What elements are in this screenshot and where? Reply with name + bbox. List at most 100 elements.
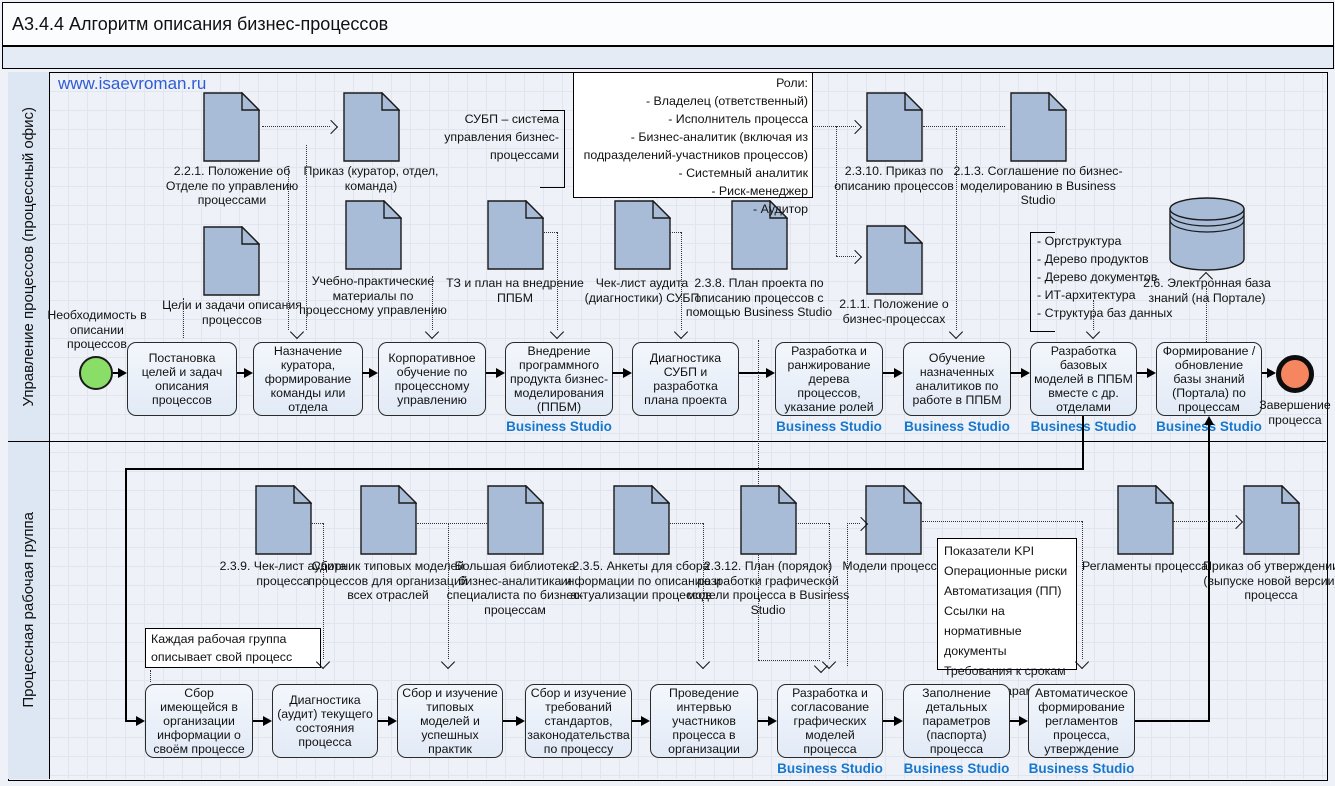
process-box: Проведение интервью участников процесса … — [650, 684, 758, 758]
dotted-connector — [847, 523, 860, 524]
dotted-connector — [544, 232, 557, 233]
arrowhead — [1019, 716, 1028, 726]
connector-line — [125, 468, 1084, 470]
document-shape — [343, 92, 400, 162]
process-box: Постановка целей и задач описания процес… — [127, 342, 237, 416]
title-band: А3.4.4 Алгоритм описания бизнес-процессо… — [2, 2, 1334, 46]
dotted-connector — [310, 523, 323, 524]
brand-label: Business Studio — [1028, 761, 1135, 776]
document-shape — [203, 92, 260, 162]
arrowhead — [894, 368, 903, 378]
start-event — [79, 356, 113, 390]
dotted-connector — [956, 128, 957, 330]
arrowhead — [496, 368, 505, 378]
arrowhead — [136, 716, 145, 726]
process-box: Заполнение детальных параметров (паспорт… — [903, 684, 1010, 758]
doc-label: Большая библиотека бизнес-аналитика и сп… — [446, 559, 584, 617]
arrowhead — [369, 368, 378, 378]
process-box: Диагностика СУБП и разработка плана прое… — [632, 342, 739, 416]
dotted-connector — [829, 523, 830, 659]
doc-label: 2.2.1. Положение об Отделе по управлению… — [165, 164, 299, 208]
brand-label: Business Studio — [903, 761, 1010, 776]
document-shape — [614, 200, 671, 270]
connector-line — [125, 468, 127, 721]
annotation-kpi: Показатели KPI Операционные риски Автома… — [937, 538, 1077, 698]
lane-header-bottom: Процессная рабочая группа — [8, 441, 50, 779]
annotation-each-group: Каждая рабочая группа описывает свой про… — [145, 628, 321, 668]
arrowhead — [1204, 416, 1214, 425]
process-box: Сбор и изучение типовых моделей и успешн… — [397, 684, 503, 758]
doc-label: Модели процесса — [842, 559, 944, 573]
document-shape — [866, 92, 923, 162]
doc-label: Приказ об утверждении (выпуске новой вер… — [1203, 559, 1335, 603]
doc-label: ТЗ и план на внедрение ППБМ — [446, 276, 584, 305]
document-shape — [865, 485, 922, 555]
doc-label: 2.3.9. Чек-лист аудита процесса — [219, 559, 347, 588]
lane-header-top: Управление процессов (процессный офис) — [8, 72, 50, 441]
dotted-connector — [323, 523, 324, 659]
connector-line — [362, 372, 371, 374]
dotted-connector — [432, 276, 433, 330]
dotted-connector — [847, 523, 848, 666]
arrowhead — [766, 368, 775, 378]
process-box: Корпоративное обучение по процессному уп… — [378, 342, 486, 416]
dotted-connector — [670, 232, 681, 233]
annotation-org-structure: - Оргструктура - Дерево продуктов - Дере… — [1030, 232, 1175, 332]
doc-label: 2.3.8. План проекта по описанию процессо… — [685, 276, 833, 320]
document-shape — [360, 485, 417, 555]
dotted-connector — [1082, 521, 1083, 659]
arrowhead — [623, 368, 632, 378]
process-box: Разработка базовых моделей в ППБМ вместе… — [1030, 342, 1137, 416]
connector-line — [758, 720, 770, 722]
dotted-connector — [150, 670, 151, 682]
dotted-connector — [922, 521, 1082, 522]
arrowhead — [388, 716, 397, 726]
brand-label: Business Studio — [506, 419, 612, 434]
connector-line — [1135, 720, 1210, 722]
connector-line — [739, 372, 768, 374]
connector-line — [1262, 372, 1270, 374]
arrowhead — [641, 716, 650, 726]
brand-label: Business Studio — [776, 419, 882, 434]
connector-line — [503, 720, 518, 722]
end-event — [1276, 355, 1314, 393]
connector-line — [237, 372, 246, 374]
dotted-connector — [288, 168, 289, 330]
website-link[interactable]: www.isaevroman.ru — [58, 74, 207, 93]
lane-label-bottom: Процессная рабочая группа — [20, 512, 37, 708]
connector-line — [612, 372, 625, 374]
document-shape — [345, 200, 402, 270]
arrowhead — [244, 368, 253, 378]
doc-label: Цели и задачи описания процессов — [162, 298, 302, 327]
dotted-connector — [758, 660, 820, 661]
process-box: Сбор и изучение требований стандартов, з… — [525, 684, 632, 758]
arrowhead — [1147, 368, 1156, 378]
dotted-connector — [448, 523, 449, 659]
doc-label: 2.1.3. Соглашение по бизнес-моделировани… — [953, 164, 1123, 208]
connector-line — [125, 720, 139, 722]
lane-label-top: Управление процессов (процессный офис) — [20, 106, 37, 407]
document-shape — [203, 226, 260, 296]
connector-line — [1137, 372, 1149, 374]
doc-label: Чек-лист аудита (диагностики) СУБП — [584, 276, 700, 305]
connector-line — [486, 372, 498, 374]
process-box: Внедрение программного продукта бизнес-м… — [505, 342, 613, 416]
document-shape — [731, 200, 788, 270]
arrowhead — [894, 716, 903, 726]
arrowhead — [516, 716, 525, 726]
lane-divider — [8, 441, 1326, 442]
process-box: Назначение куратора, формирование команд… — [253, 342, 363, 416]
connector-line — [113, 372, 121, 374]
process-box: Разработка и согласование графических мо… — [777, 684, 883, 758]
end-event-label: Завершение процесса — [1259, 398, 1331, 427]
doc-label: Учебно-практические материалы по процесс… — [299, 274, 447, 318]
dotted-connector — [1093, 300, 1094, 330]
page-title: А3.4.4 Алгоритм описания бизнес-процессо… — [12, 13, 389, 34]
arrowhead — [118, 368, 127, 378]
doc-label: Сборник типовых моделей процессов для ор… — [308, 559, 468, 603]
document-shape — [255, 485, 312, 555]
brand-label: Business Studio — [777, 761, 883, 776]
document-shape — [740, 485, 797, 555]
process-box: Диагностика (аудит) текущего состояния п… — [272, 684, 378, 758]
